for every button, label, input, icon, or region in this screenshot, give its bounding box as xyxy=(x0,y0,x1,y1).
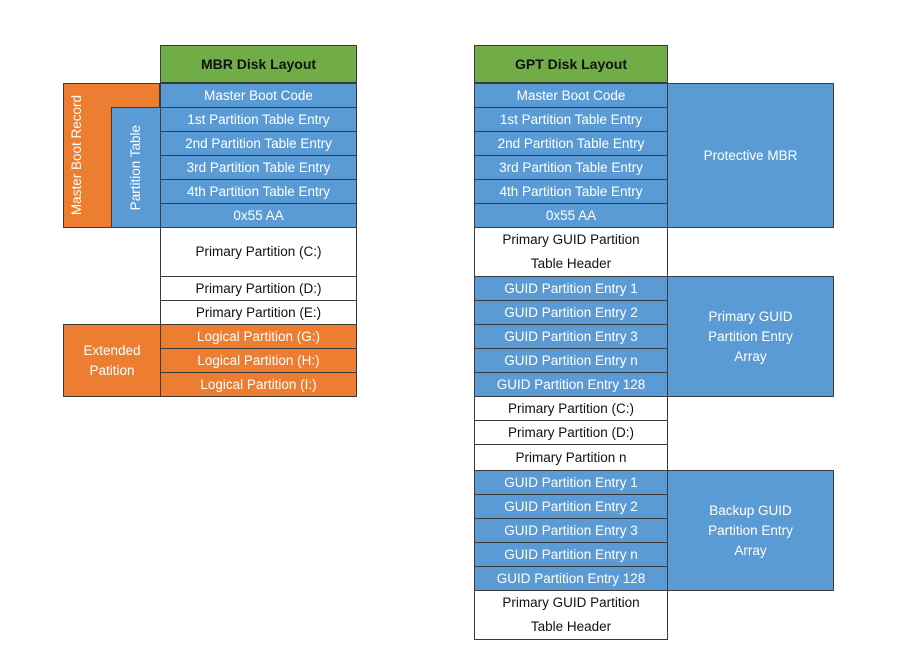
mbr-title: MBR Disk Layout xyxy=(160,45,357,83)
gpt-primary-entry-3: GUID Partition Entry 3 xyxy=(474,324,668,349)
gpt-title: GPT Disk Layout xyxy=(474,45,668,83)
gpt-backup-entry-1: GUID Partition Entry 1 xyxy=(474,470,668,495)
gpt-partition-entry-4th: 4th Partition Table Entry xyxy=(474,179,668,204)
gpt-primary-entry-2: GUID Partition Entry 2 xyxy=(474,300,668,325)
gpt-primary-entry-1: GUID Partition Entry 1 xyxy=(474,276,668,301)
gpt-backup-entry-128: GUID Partition Entry 128 xyxy=(474,566,668,591)
gpt-primary-entry-n: GUID Partition Entry n xyxy=(474,348,668,373)
mbr-master-boot-code: Master Boot Code xyxy=(160,83,357,108)
partition-table-label: Partition Table xyxy=(111,107,161,228)
gpt-primary-partition-c: Primary Partition (C:) xyxy=(474,396,668,421)
gpt-boot-signature: 0x55 AA xyxy=(474,203,668,228)
gpt-backup-entry-3: GUID Partition Entry 3 xyxy=(474,518,668,543)
gpt-master-boot-code: Master Boot Code xyxy=(474,83,668,108)
gpt-primary-partition-n: Primary Partition n xyxy=(474,444,668,471)
backup-guid-array-label: Backup GUID Partition Entry Array xyxy=(667,470,834,591)
mbr-partition-entry-4: 4th Partition Table Entry xyxy=(160,179,357,204)
gpt-primary-header: Primary GUID Partition Table Header xyxy=(474,227,668,277)
gpt-primary-partition-d: Primary Partition (D:) xyxy=(474,420,668,445)
extended-partition-label: Extended Patition xyxy=(63,324,161,397)
gpt-partition-entry-1st: 1st Partition Table Entry xyxy=(474,107,668,132)
mbr-primary-partition-c: Primary Partition (C:) xyxy=(160,227,357,277)
mbr-logical-partition-i: Logical Partition (I:) xyxy=(160,372,357,397)
mbr-primary-partition-d: Primary Partition (D:) xyxy=(160,276,357,301)
mbr-boot-signature: 0x55 AA xyxy=(160,203,357,228)
primary-guid-array-label: Primary GUID Partition Entry Array xyxy=(667,276,834,397)
gpt-partition-entry-2nd: 2nd Partition Table Entry xyxy=(474,131,668,156)
master-boot-record-text: Master Boot Record xyxy=(69,95,84,216)
mbr-logical-partition-h: Logical Partition (H:) xyxy=(160,348,357,373)
protective-mbr-label: Protective MBR xyxy=(667,83,834,228)
gpt-backup-entry-n: GUID Partition Entry n xyxy=(474,542,668,567)
mbr-logical-partition-g: Logical Partition (G:) xyxy=(160,324,357,349)
mbr-partition-entry-2: 2nd Partition Table Entry xyxy=(160,131,357,156)
mbr-primary-partition-e: Primary Partition (E:) xyxy=(160,300,357,325)
gpt-backup-entry-2: GUID Partition Entry 2 xyxy=(474,494,668,519)
gpt-partition-entry-3rd: 3rd Partition Table Entry xyxy=(474,155,668,180)
gpt-primary-entry-128: GUID Partition Entry 128 xyxy=(474,372,668,397)
gpt-backup-header: Primary GUID Partition Table Header xyxy=(474,590,668,640)
mbr-partition-entry-1: 1st Partition Table Entry xyxy=(160,107,357,132)
mbr-partition-entry-3: 3rd Partition Table Entry xyxy=(160,155,357,180)
partition-table-text: Partition Table xyxy=(128,124,143,211)
